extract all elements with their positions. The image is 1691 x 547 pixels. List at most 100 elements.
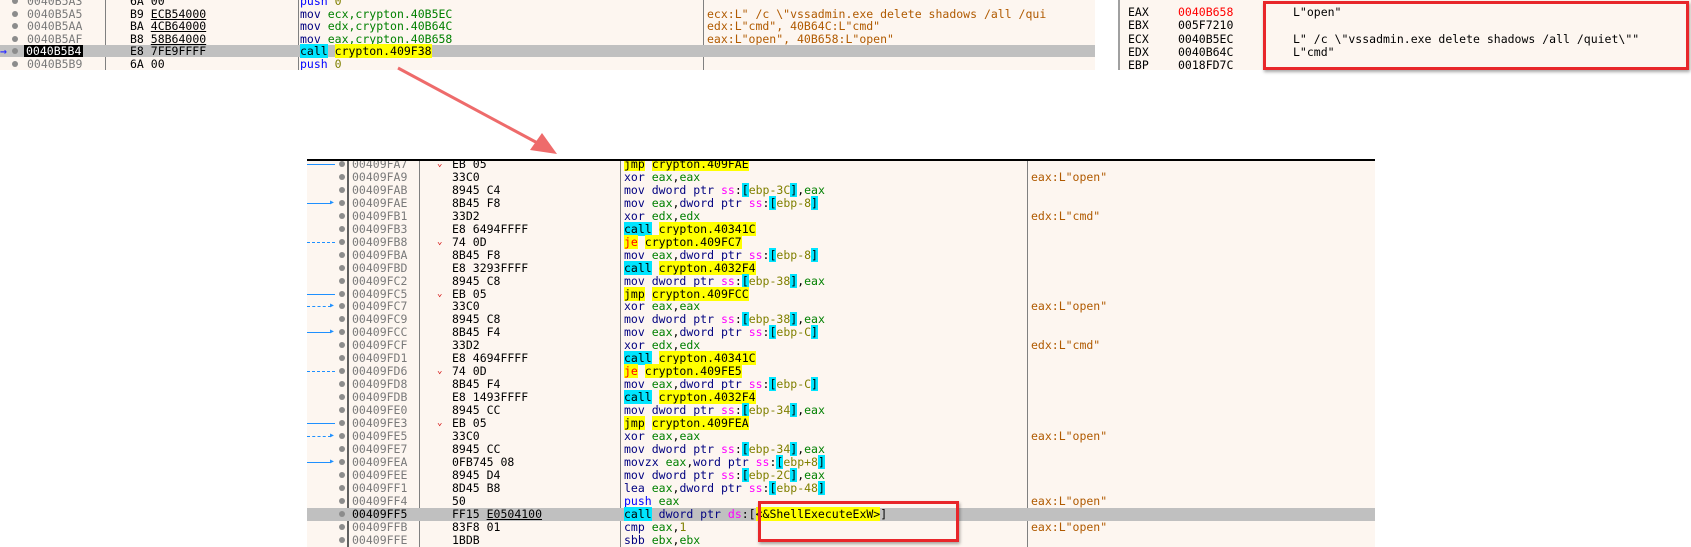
breakpoint-dot-icon[interactable] bbox=[12, 10, 18, 17]
breakpoint-dot-icon[interactable] bbox=[339, 407, 345, 414]
register-value[interactable]: 005F7210 bbox=[1178, 18, 1234, 33]
breakpoint-dot-icon[interactable] bbox=[339, 432, 345, 439]
breakpoint-dot-icon[interactable] bbox=[339, 536, 345, 543]
breakpoint-dot-icon[interactable] bbox=[339, 523, 345, 530]
breakpoint-dot-icon[interactable] bbox=[339, 316, 345, 323]
breakpoint-dot-icon[interactable] bbox=[339, 225, 345, 232]
jump-chevron-icon: ⌄ bbox=[437, 288, 443, 299]
breakpoint-dot-icon[interactable] bbox=[339, 355, 345, 362]
breakpoint-dot-icon[interactable] bbox=[339, 186, 345, 193]
breakpoint-dot-icon[interactable] bbox=[339, 212, 345, 219]
breakpoint-dot-icon[interactable] bbox=[339, 238, 345, 245]
breakpoint-dot-icon[interactable] bbox=[339, 497, 345, 504]
breakpoint-dot-icon[interactable] bbox=[12, 48, 18, 54]
breakpoint-dot-icon[interactable] bbox=[339, 329, 345, 336]
register-value[interactable]: 0018FD7C bbox=[1178, 58, 1234, 73]
breakpoint-dot-icon[interactable] bbox=[339, 510, 345, 517]
breakpoint-dot-icon[interactable] bbox=[339, 342, 345, 349]
breakpoint-dot-icon[interactable] bbox=[339, 199, 345, 206]
breakpoint-dot-icon[interactable] bbox=[339, 368, 345, 375]
breakpoint-dot-icon[interactable] bbox=[12, 35, 18, 42]
address: 00409FB3 bbox=[352, 221, 408, 236]
instruction: jmp crypton.409FAE bbox=[624, 159, 749, 171]
breakpoint-dot-icon[interactable] bbox=[339, 161, 345, 167]
breakpoint-dot-icon[interactable] bbox=[339, 303, 345, 310]
jump-line-icon bbox=[307, 423, 335, 424]
breakpoint-dot-icon[interactable] bbox=[12, 23, 18, 29]
breakpoint-dot-icon[interactable] bbox=[339, 381, 345, 388]
register-value[interactable]: 0040B658 bbox=[1178, 5, 1234, 19]
breakpoint-dot-icon[interactable] bbox=[339, 290, 345, 297]
address: 00409FE3 bbox=[352, 416, 408, 430]
opcode-bytes: 8D45 B8 bbox=[452, 480, 501, 495]
register-value[interactable]: 0040B64C bbox=[1178, 44, 1234, 59]
comment: eax:L"open", 40B658:L"open" bbox=[707, 31, 894, 46]
breakpoint-dot-icon[interactable] bbox=[339, 471, 345, 478]
breakpoint-dot-icon[interactable] bbox=[339, 251, 345, 258]
jump-line-icon bbox=[307, 371, 335, 373]
breakpoint-dot-icon[interactable] bbox=[339, 458, 345, 465]
instruction: mov dword ptr ss:[ebp-34],eax bbox=[624, 441, 825, 456]
breakpoint-dot-icon[interactable] bbox=[339, 264, 345, 271]
opcode-bytes: 1BDB bbox=[452, 532, 480, 547]
breakpoint-dot-icon[interactable] bbox=[12, 0, 18, 4]
breakpoint-dot-icon[interactable] bbox=[339, 173, 345, 180]
opcode-bytes: 0FB745 08 bbox=[452, 454, 515, 469]
breakpoint-dot-icon[interactable] bbox=[339, 420, 345, 426]
breakpoint-dot-icon[interactable] bbox=[339, 484, 345, 491]
opcode-bytes: 83F8 01 bbox=[452, 519, 501, 534]
breakpoint-dot-icon[interactable] bbox=[339, 394, 345, 401]
jump-line-icon bbox=[307, 306, 331, 308]
register-value[interactable]: 0040B5EC bbox=[1178, 31, 1234, 46]
breakpoint-dot-icon[interactable] bbox=[12, 60, 18, 67]
opcode-bytes: EB 05 bbox=[452, 286, 487, 301]
breakpoint-dot-icon[interactable] bbox=[339, 445, 345, 452]
comment: eax:L"open" bbox=[1031, 519, 1108, 534]
breakpoint-dot-icon[interactable] bbox=[339, 277, 345, 284]
